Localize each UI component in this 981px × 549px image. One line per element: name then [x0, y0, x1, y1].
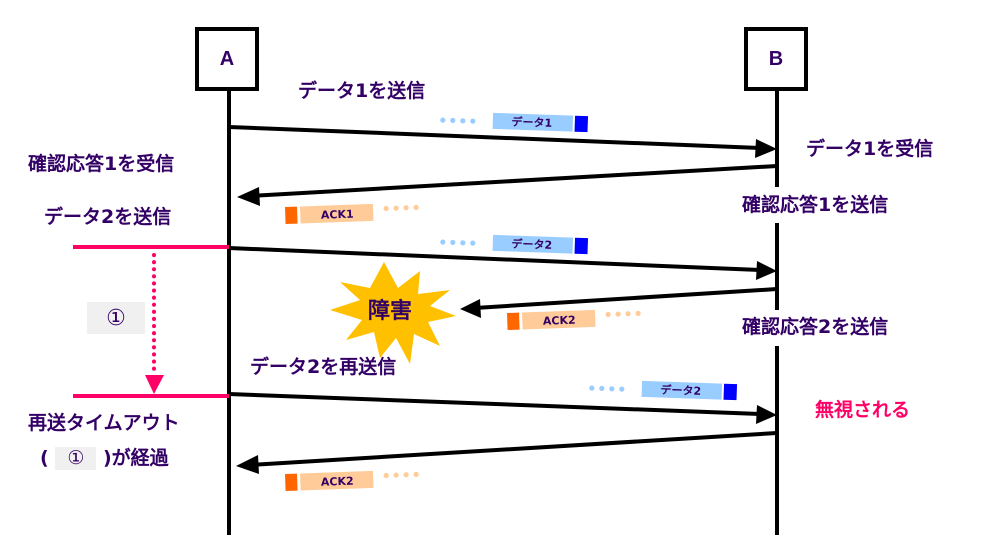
msg-data1: [228, 125, 777, 158]
msg-data2-resend: [228, 392, 777, 424]
label-resend-data2: データ2を再送信: [250, 356, 397, 378]
packet-data1: データ1: [440, 112, 589, 133]
svg-text:データ2: データ2: [660, 383, 701, 398]
packet-ack2-lost: ACK2: [506, 309, 641, 330]
msg-ack2-lost: [460, 287, 778, 318]
label-send-ack1: 確認応答1を送信: [742, 194, 889, 216]
label-send-ack2: 確認応答2を送信: [742, 316, 889, 338]
label-recv-ack1: 確認応答1を受信: [28, 153, 175, 175]
label-ignored: 無視される: [815, 399, 911, 421]
interval-marker: ①: [87, 302, 145, 334]
msg-ack1: [237, 164, 778, 206]
label-recv-data1: データ1を受信: [806, 138, 934, 160]
node-a: A: [195, 27, 259, 91]
failure-burst-icon: [330, 262, 456, 364]
failure-label: 障害: [368, 298, 412, 324]
svg-text:データ2: データ2: [511, 237, 552, 252]
timeout-ref-marker: ①: [55, 447, 97, 470]
label-send-data2: データ2を送信: [44, 206, 172, 228]
node-a-label: A: [219, 47, 235, 70]
label-send-data1: データ1を送信: [298, 80, 426, 102]
svg-text:データ1: データ1: [511, 115, 552, 130]
packet-data2: データ2: [440, 234, 589, 255]
packet-ack1: ACK1: [285, 203, 419, 224]
svg-text:ACK1: ACK1: [321, 208, 354, 222]
msg-data2: [228, 246, 777, 280]
svg-text:ACK2: ACK2: [321, 475, 354, 489]
packet-ack2-final: ACK2: [285, 470, 419, 491]
node-b-label: B: [768, 47, 784, 70]
label-timeout-line2: ( ① )が経過: [40, 447, 169, 470]
msg-ack2-final: [236, 431, 778, 474]
label-timeout-line1: 再送タイムアウト: [28, 412, 180, 434]
timeout-interval-arrowhead: [145, 375, 164, 394]
node-b: B: [744, 27, 808, 91]
svg-text:ACK2: ACK2: [543, 314, 576, 328]
packet-data2-resend: データ2: [589, 380, 738, 401]
